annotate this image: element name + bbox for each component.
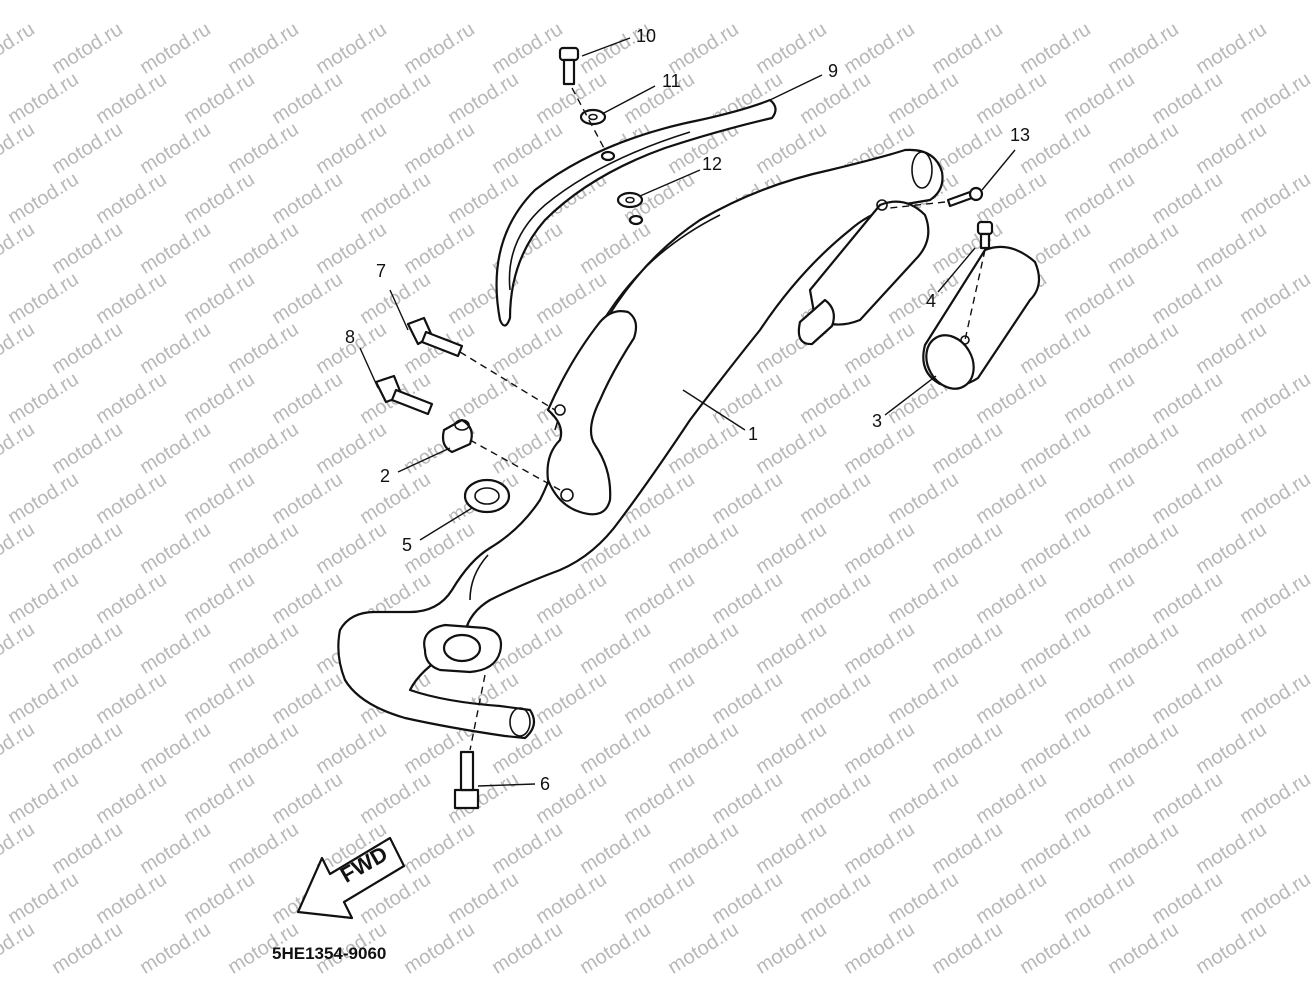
callout-2: 2 — [380, 466, 391, 486]
fasteners — [374, 46, 994, 810]
assembly-lines — [459, 87, 986, 751]
part-number-label: 5HE1354-9060 — [272, 944, 387, 963]
callout-11: 11 — [662, 71, 681, 91]
callout-9: 9 — [828, 61, 839, 81]
leader-lines — [359, 37, 1016, 787]
forward-arrow-icon — [296, 836, 406, 920]
callout-10: 10 — [636, 26, 657, 46]
callout-8: 8 — [345, 327, 356, 347]
callout-3: 3 — [872, 411, 883, 431]
callout-7: 7 — [376, 261, 387, 281]
callout-13: 13 — [1010, 125, 1031, 145]
callout-5: 5 — [402, 535, 413, 555]
callout-4: 4 — [926, 291, 937, 311]
exhaust-pipe-part — [337, 148, 944, 740]
callout-1: 1 — [748, 424, 759, 444]
callout-12: 12 — [702, 154, 723, 174]
callout-6: 6 — [540, 774, 551, 794]
tail-cover-part — [922, 245, 1041, 390]
heat-protector-part — [495, 98, 777, 327]
